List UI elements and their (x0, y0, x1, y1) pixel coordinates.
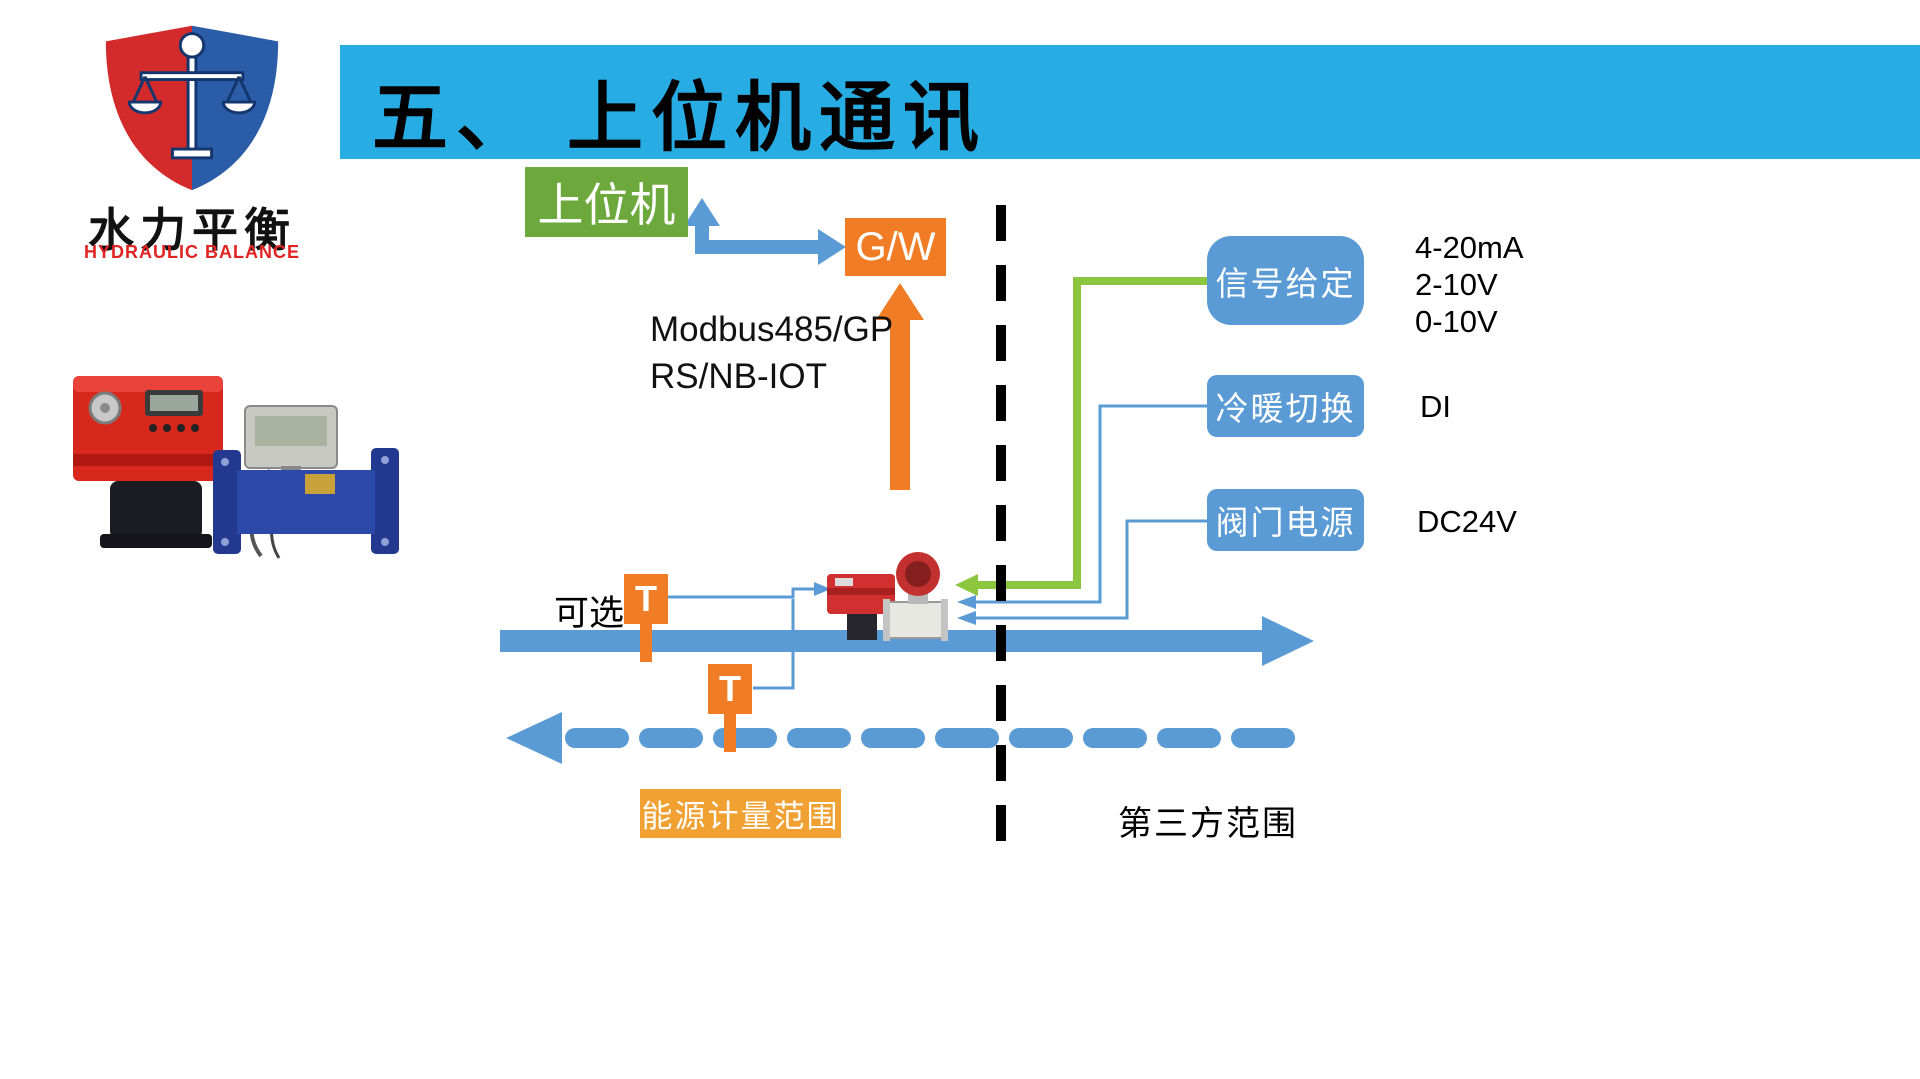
temp-sensor-1-probe (640, 624, 652, 662)
gateway-box: G/W (845, 218, 946, 276)
host-box: 上位机 (525, 167, 688, 237)
di-label: DI (1420, 389, 1451, 424)
header-bar (340, 45, 1920, 159)
temp-sensor-2-probe (724, 714, 736, 752)
signal-value-0-10v: 0-10V (1415, 304, 1498, 339)
scales-icon (127, 32, 257, 160)
mode-switch-box: 冷暖切换 (1207, 375, 1364, 437)
temp-sensor-1-label: T (635, 578, 657, 619)
uplink-arrow (876, 283, 924, 490)
logo-shield-icon (105, 25, 279, 191)
protocol-line1: Modbus485/GP (650, 310, 894, 349)
mode-connector (957, 404, 1207, 609)
protocol-label: Modbus485/GP RS/NB-IOT (650, 306, 893, 400)
third-party-label: 第三方范围 (1118, 806, 1298, 843)
product-photo (73, 376, 399, 559)
dc24v-label: DC24V (1417, 504, 1517, 539)
energy-range-box: 能源计量范围 (640, 789, 841, 838)
return-pipe-arrow (506, 712, 1310, 764)
temp-sensor-1: T (624, 574, 668, 662)
logo-subtitle: HYDRAULIC BALANCE (84, 242, 300, 262)
logo-name: 水力平衡 (88, 204, 296, 256)
signal-box: 信号给定 (1207, 236, 1364, 325)
temp-sensor-2-label: T (719, 668, 741, 709)
valve-device-illustration (827, 552, 948, 641)
optional-label: 可选 (554, 594, 625, 633)
signal-connector (955, 277, 1207, 596)
valve-power-connector (957, 519, 1207, 625)
temp-sensor-2: T (708, 664, 752, 752)
signal-value-list: 4-20mA 2-10V 0-10V (1415, 229, 1524, 340)
temp2-connector (753, 599, 795, 690)
signal-value-4-20ma: 4-20mA (1415, 230, 1524, 265)
host-gateway-arrow (684, 198, 846, 265)
temp1-connector (668, 582, 831, 599)
valve-power-box: 阀门电源 (1207, 489, 1364, 551)
page-title: 五、 上位机通讯 (372, 77, 987, 161)
supply-pipe-arrow (500, 616, 1314, 666)
protocol-line2: RS/NB-IOT (650, 357, 827, 396)
signal-value-2-10v: 2-10V (1415, 267, 1498, 302)
